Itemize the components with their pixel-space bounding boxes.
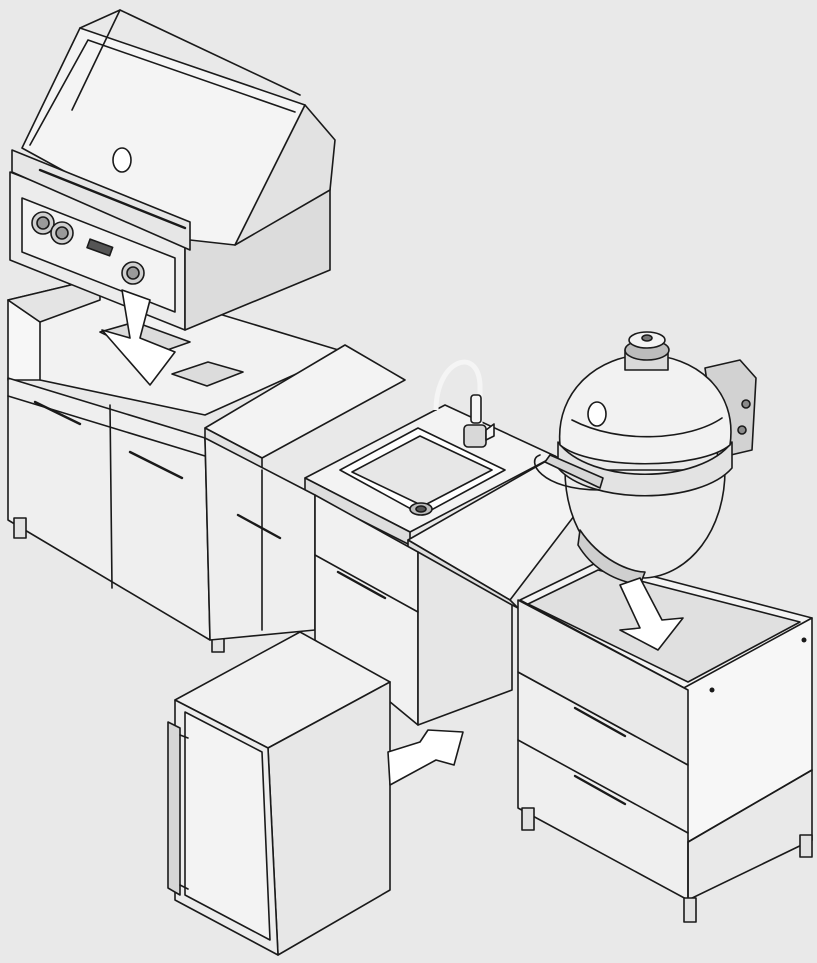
grill-cabinet <box>7 277 346 653</box>
refrigerator <box>167 631 391 956</box>
install-arrow-kamado <box>619 577 684 651</box>
gas-grill <box>9 9 336 331</box>
kamado-cart <box>517 561 813 923</box>
install-arrow-refrigerator <box>387 729 464 786</box>
kamado-grill <box>533 331 757 586</box>
faucet <box>433 359 495 448</box>
install-arrow-grill <box>101 289 176 386</box>
sink-cabinet <box>204 344 601 726</box>
